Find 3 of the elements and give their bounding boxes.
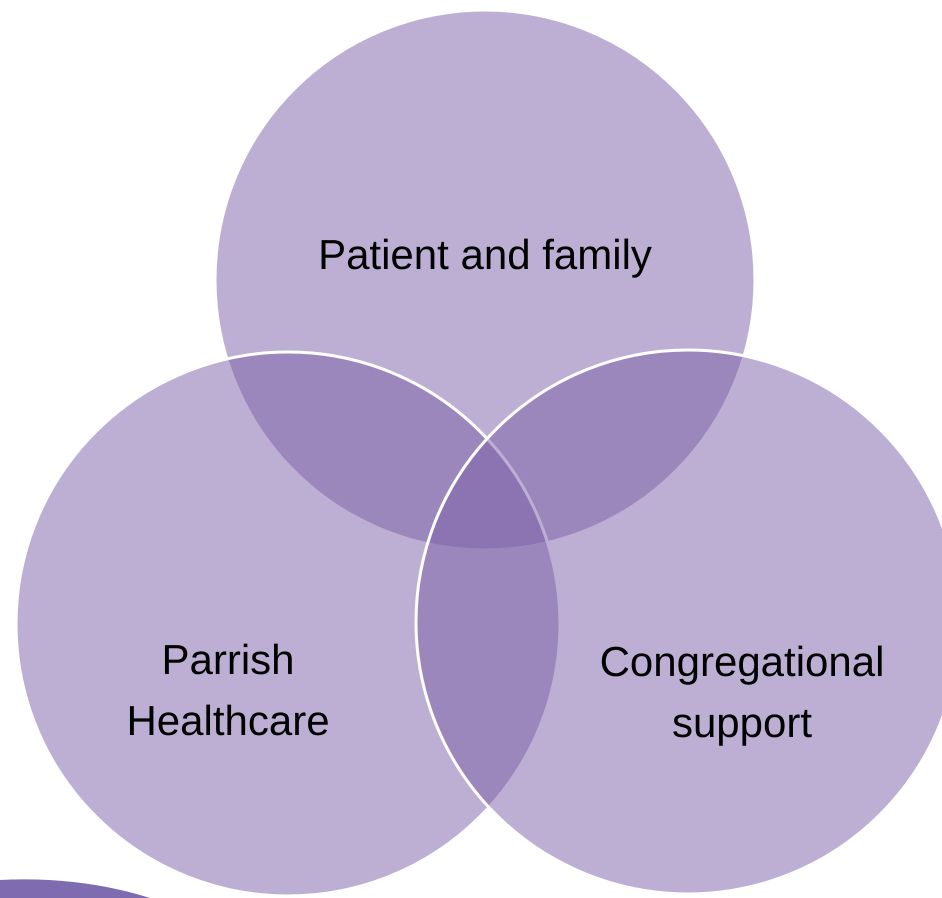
circle-label: Congregational support: [598, 637, 886, 748]
circle-label: Parrish Healthcare: [125, 635, 331, 746]
circle-label: Patient and family: [317, 230, 653, 280]
